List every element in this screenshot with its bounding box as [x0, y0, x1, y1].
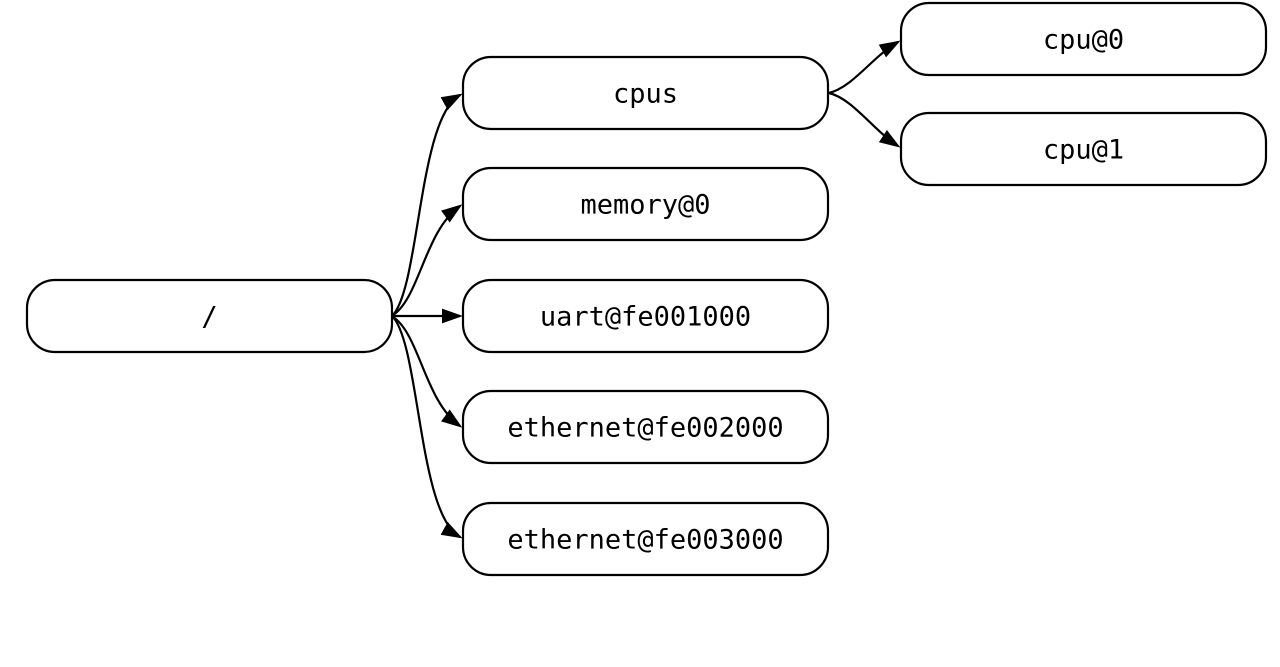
- node-cpus-label: cpus: [613, 79, 678, 110]
- node-cpu0-label: cpu@0: [1043, 25, 1124, 56]
- node-uart-label: uart@fe001000: [540, 302, 751, 333]
- node-ethernet3-box: [461, 501, 830, 577]
- node-memory0: memory@0: [461, 166, 830, 242]
- node-cpu1-box: [899, 111, 1268, 187]
- node-ethernet3-label: ethernet@fe003000: [507, 525, 783, 556]
- node-ethernet3: ethernet@fe003000: [461, 501, 830, 577]
- node-uart: uart@fe001000: [461, 278, 830, 354]
- node-root-box: [25, 278, 394, 354]
- node-cpu0-box: [899, 1, 1268, 77]
- node-root: /: [25, 278, 394, 354]
- node-cpu0: cpu@0: [899, 1, 1268, 77]
- node-cpu1: cpu@1: [899, 111, 1268, 187]
- node-memory0-label: memory@0: [580, 190, 710, 221]
- node-cpus: cpus: [461, 55, 830, 131]
- node-ethernet2-label: ethernet@fe002000: [507, 413, 783, 444]
- node-ethernet2-box: [461, 389, 830, 465]
- edge-root-ethernet3: [391, 315, 463, 539]
- edge-root-cpus: [391, 93, 463, 317]
- node-cpus-box: [461, 55, 830, 131]
- edge-cpus-cpu0: [828, 40, 901, 95]
- edge-root-ethernet2: [391, 315, 463, 428]
- node-root-label: /: [201, 302, 217, 333]
- node-uart-box: [461, 278, 830, 354]
- edge-root-memory0: [391, 204, 463, 317]
- node-memory0-box: [461, 166, 830, 242]
- node-cpu1-label: cpu@1: [1043, 135, 1124, 166]
- node-ethernet2: ethernet@fe002000: [461, 389, 830, 465]
- edge-cpus-cpu1: [828, 91, 901, 148]
